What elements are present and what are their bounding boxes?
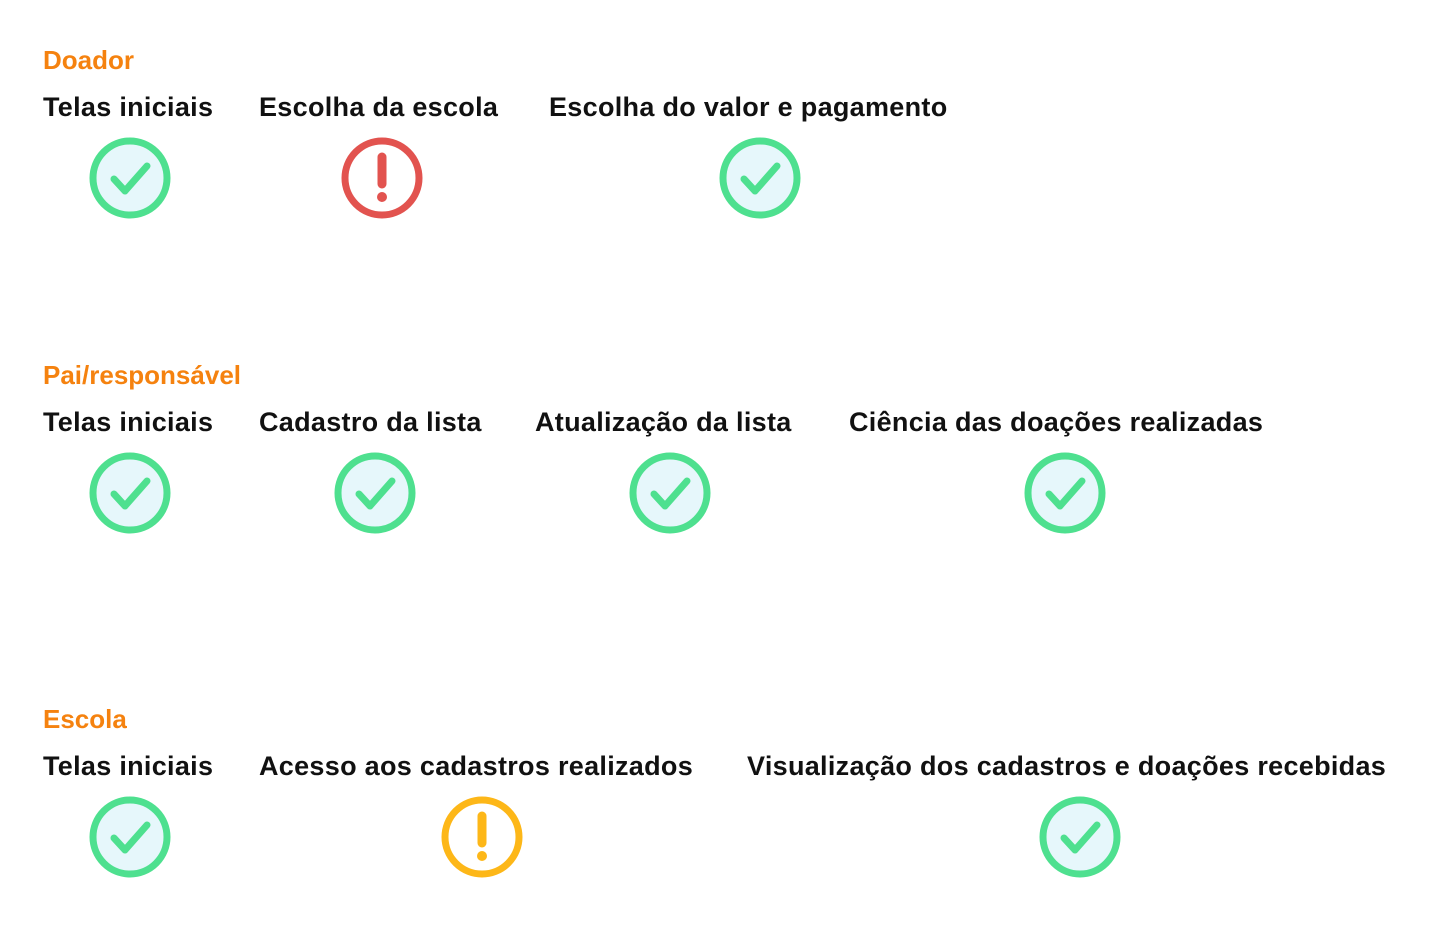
step-acesso-aos-cadastros: Acesso aos cadastros realizados <box>259 750 693 782</box>
step-telas-iniciais: Telas iniciais <box>43 406 213 438</box>
section-title: Pai/responsável <box>43 360 241 390</box>
check-icon <box>89 452 171 534</box>
step-label: Escolha do valor e pagamento <box>549 92 948 122</box>
step-cadastro-da-lista: Cadastro da lista <box>259 406 482 438</box>
step-ciencia-das-doacoes: Ciência das doações realizadas <box>849 406 1263 438</box>
error-icon <box>341 137 423 219</box>
check-icon <box>89 137 171 219</box>
step-label: Telas iniciais <box>43 751 214 781</box>
step-escolha-do-valor: Escolha do valor e pagamento <box>549 91 948 123</box>
step-label: Escolha da escola <box>259 92 499 122</box>
check-icon <box>1039 796 1121 878</box>
step-label: Acesso aos cadastros realizados <box>259 751 694 781</box>
step-visualizacao-dos-cadastros: Visualização dos cadastros e doações rec… <box>747 750 1386 782</box>
step-atualizacao-da-lista: Atualização da lista <box>535 406 792 438</box>
step-label: Visualização dos cadastros e doações rec… <box>747 751 1387 781</box>
check-icon <box>1024 452 1106 534</box>
step-label: Telas iniciais <box>43 92 214 122</box>
step-label: Ciência das doações realizadas <box>849 407 1264 437</box>
step-escolha-da-escola: Escolha da escola <box>259 91 498 123</box>
check-icon <box>629 452 711 534</box>
check-icon <box>719 137 801 219</box>
step-telas-iniciais: Telas iniciais <box>43 750 213 782</box>
step-telas-iniciais: Telas iniciais <box>43 91 213 123</box>
check-icon <box>89 796 171 878</box>
section-title: Doador <box>43 45 134 75</box>
step-label: Cadastro da lista <box>259 407 482 437</box>
step-label: Atualização da lista <box>535 407 792 437</box>
section-title: Escola <box>43 704 127 734</box>
step-label: Telas iniciais <box>43 407 214 437</box>
check-icon <box>334 452 416 534</box>
warning-icon <box>441 796 523 878</box>
